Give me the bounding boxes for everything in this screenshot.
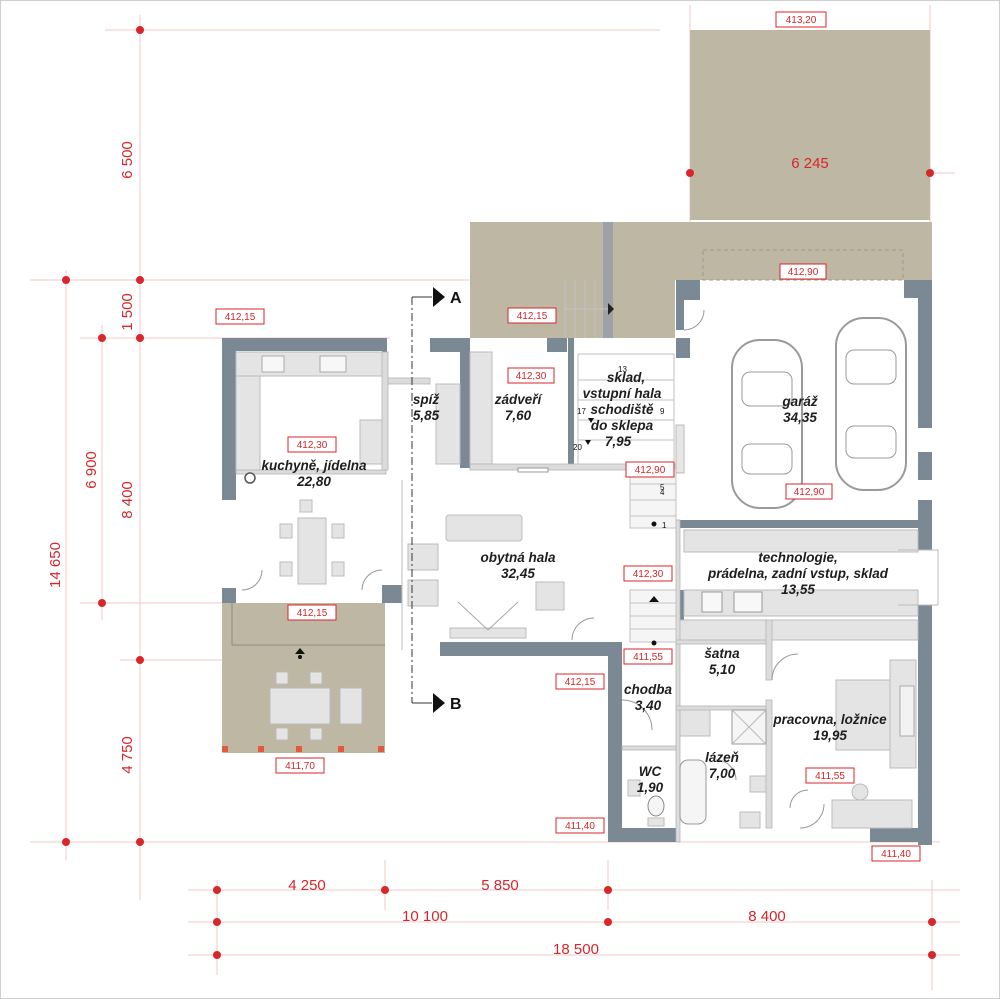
- walls: [222, 280, 932, 845]
- dim-h-3: 10 100: [402, 908, 448, 925]
- svg-text:412,90: 412,90: [635, 465, 666, 476]
- section-b-label: B: [450, 696, 462, 713]
- room-storage-line2: vstupní hala: [583, 386, 662, 401]
- svg-text:413,20: 413,20: [786, 15, 817, 26]
- svg-text:9: 9: [660, 407, 665, 416]
- svg-text:412,15: 412,15: [517, 311, 548, 322]
- dim-v-forecourt: 6 500: [119, 141, 136, 179]
- room-storage-line4: do sklepa: [591, 418, 654, 433]
- living-furniture: [401, 480, 595, 650]
- svg-text:411,40: 411,40: [565, 821, 595, 832]
- utility-furniture: [683, 529, 939, 617]
- room-labels: kuchyně, jídelna 22,80 spíž 5,85 zádveří…: [261, 370, 888, 795]
- dim-h-4: 8 400: [748, 908, 786, 925]
- room-living-area: 32,45: [501, 566, 535, 581]
- room-utility-line1: technologie,: [758, 550, 838, 565]
- svg-text:411,55: 411,55: [633, 652, 663, 663]
- svg-text:1: 1: [662, 521, 667, 530]
- room-storage-line3: schodiště: [590, 402, 654, 417]
- svg-text:412,30: 412,30: [516, 371, 547, 382]
- porch-arrow-icon: [608, 303, 614, 315]
- terrace-posts: [222, 746, 384, 752]
- room-bedroom-area: 19,95: [813, 728, 847, 743]
- room-wardrobe-area: 5,10: [709, 662, 736, 677]
- porch-column: [603, 222, 613, 338]
- dim-h-total: 18 500: [553, 941, 599, 958]
- svg-text:412,15: 412,15: [225, 312, 256, 323]
- dim-v-porch: 1 500: [119, 293, 136, 331]
- room-vestibule-area: 7,60: [505, 408, 532, 423]
- svg-text:412,90: 412,90: [788, 267, 819, 278]
- room-corridor-name: chodba: [624, 682, 672, 697]
- wardrobe: [679, 619, 919, 681]
- garage-forecourt: [690, 30, 930, 220]
- terrace-table: [269, 671, 363, 741]
- terrace: [222, 603, 385, 753]
- svg-text:412,30: 412,30: [633, 569, 664, 580]
- room-pantry-area: 5,85: [413, 408, 440, 423]
- stair-numbers: 13 17 9 20 5 4 1: [573, 365, 667, 530]
- garage-cars: [683, 309, 907, 509]
- bedroom-furniture: [789, 659, 917, 829]
- room-kitchen-name: kuchyně, jídelna: [261, 458, 367, 473]
- svg-text:412,15: 412,15: [297, 608, 328, 619]
- dim-h-1: 4 250: [288, 877, 326, 894]
- svg-text:412,30: 412,30: [297, 440, 328, 451]
- room-pantry-name: spíž: [413, 392, 440, 407]
- room-storage-area: 7,95: [605, 434, 632, 449]
- pantry-furniture: [359, 351, 549, 473]
- dim-v-kitchen: 6 900: [83, 451, 100, 489]
- room-bedroom-name: pracovna, ložnice: [772, 712, 887, 727]
- garage-door-swing: [702, 249, 904, 281]
- level-labels: 413,20 412,90 412,90 412,15 412,15 412,3…: [215, 11, 921, 862]
- dim-garage-width: 6 245: [791, 155, 829, 172]
- main-stairs: [629, 424, 685, 646]
- section-a-label: A: [450, 290, 462, 307]
- room-wc-name: WC: [639, 764, 662, 779]
- svg-text:4: 4: [660, 488, 665, 497]
- dim-h-2: 5 850: [481, 877, 519, 894]
- interior-partitions: [235, 351, 773, 843]
- svg-text:13: 13: [618, 365, 627, 374]
- room-kitchen-area: 22,80: [296, 474, 331, 489]
- entrance-canopy: [470, 222, 932, 280]
- cellar-stairs: [577, 353, 675, 465]
- room-corridor-area: 3,40: [635, 698, 662, 713]
- room-bath-area: 7,00: [709, 766, 736, 781]
- svg-text:412,15: 412,15: [565, 677, 596, 688]
- dim-v-south: 4 750: [119, 736, 136, 774]
- porch-steps: [564, 280, 612, 338]
- room-wardrobe-name: šatna: [704, 646, 740, 661]
- room-living-name: obytná hala: [480, 550, 556, 565]
- dim-v-house: 8 400: [119, 481, 136, 519]
- room-wc-area: 1,90: [637, 780, 664, 795]
- svg-text:17: 17: [577, 407, 586, 416]
- svg-text:5: 5: [660, 483, 665, 492]
- svg-text:411,70: 411,70: [285, 761, 315, 772]
- room-storage-line1: sklad,: [607, 370, 645, 385]
- room-garage-area: 34,35: [783, 410, 817, 425]
- room-bath-name: lázeň: [705, 750, 739, 765]
- kitchen-furniture: [235, 351, 383, 591]
- svg-text:411,55: 411,55: [815, 771, 845, 782]
- svg-text:411,40: 411,40: [881, 849, 911, 860]
- svg-text:412,90: 412,90: [794, 487, 825, 498]
- room-utility-line2: prádelna, zadní vstup, sklad: [707, 566, 889, 581]
- section-line: [411, 287, 445, 713]
- room-utility-area: 13,55: [781, 582, 815, 597]
- svg-text:20: 20: [573, 443, 582, 452]
- dim-v-total: 14 650: [47, 542, 64, 588]
- room-vestibule-name: zádveří: [494, 392, 544, 407]
- wc-fixtures: [621, 699, 665, 827]
- terrace-arrow-icon: [295, 648, 305, 654]
- dimension-markers: [62, 26, 936, 959]
- bathroom-fixtures: [679, 709, 767, 829]
- room-garage-name: garáž: [781, 394, 818, 409]
